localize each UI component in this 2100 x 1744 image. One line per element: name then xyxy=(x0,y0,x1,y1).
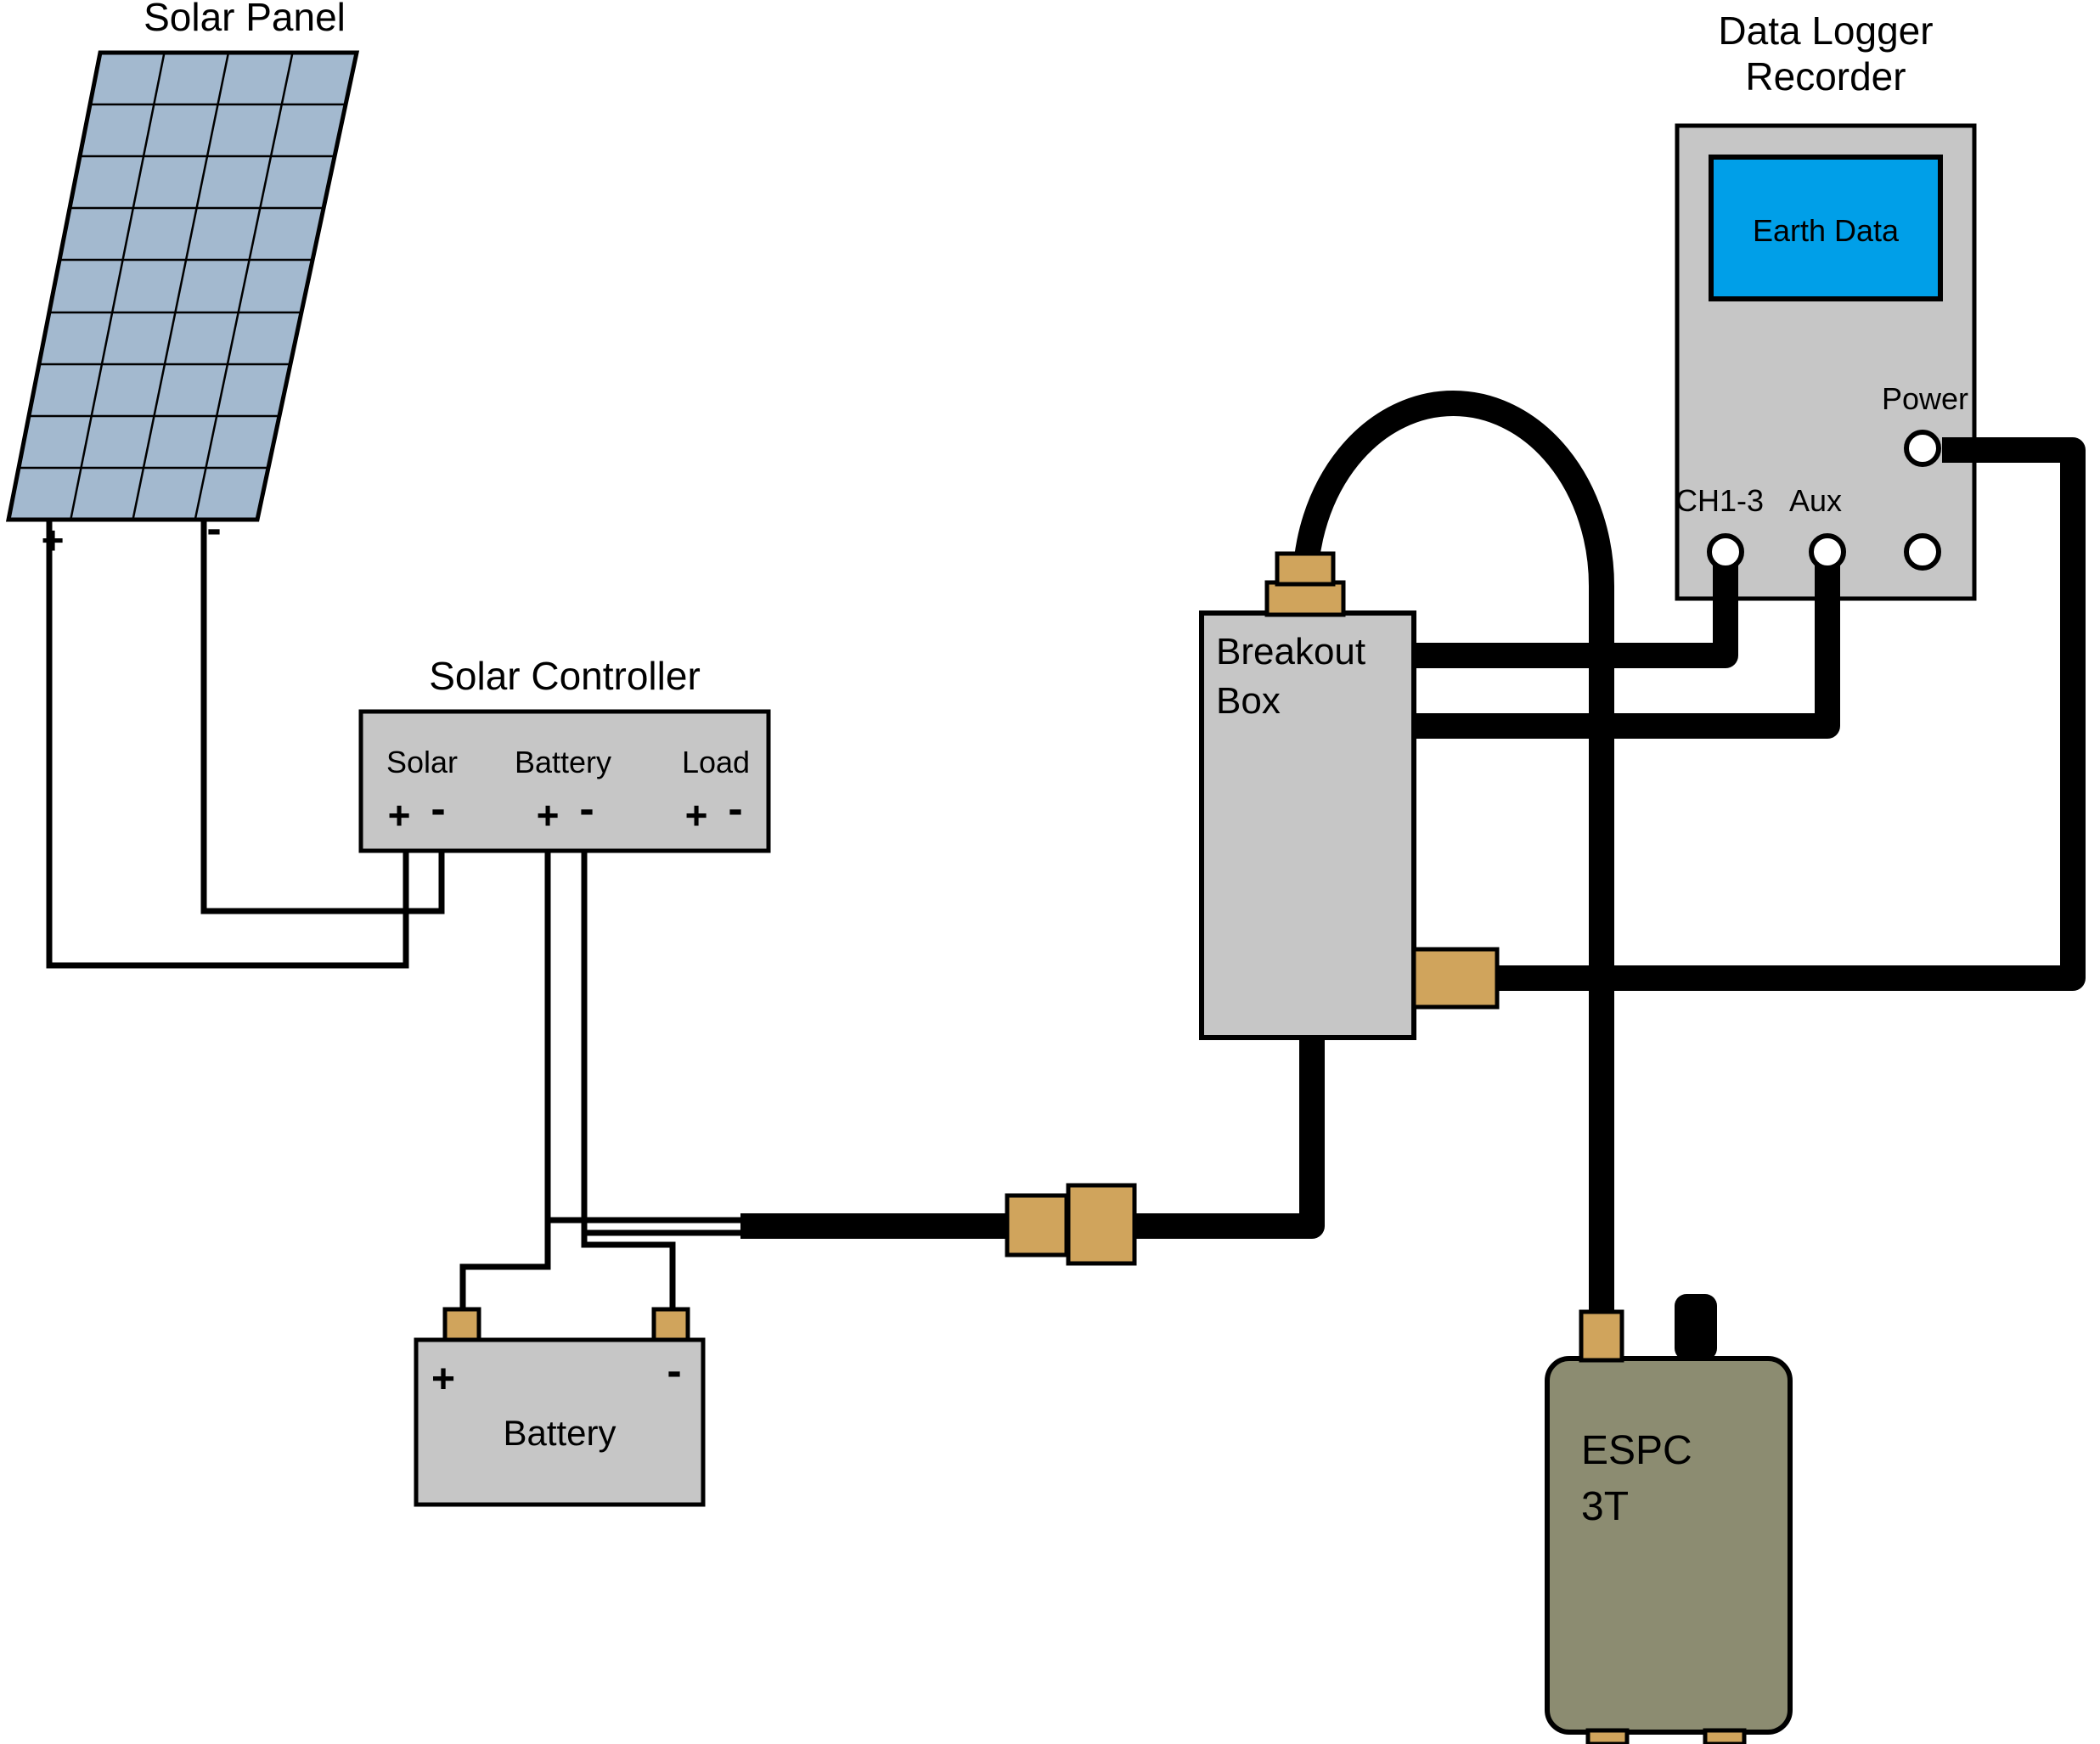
breakout-to-ch-cable xyxy=(1414,562,1738,668)
controller-solar-plus: + xyxy=(388,793,411,837)
espc-body xyxy=(1545,1356,1793,1735)
solar-controller-title: Solar Controller xyxy=(429,654,701,698)
espc-sensor xyxy=(1545,1294,1793,1735)
cable-connectors xyxy=(1005,551,1747,1744)
breakout-box-label-line2: Box xyxy=(1216,680,1281,722)
espc-cap xyxy=(1675,1294,1717,1360)
espc-bottom-connector-left xyxy=(1585,1728,1630,1744)
controller-solar-minus: - xyxy=(431,785,445,834)
controller-battery-plus: + xyxy=(537,793,560,837)
solar-controller: Solar Controller Solar Battery Load + - … xyxy=(358,654,771,853)
aux-port xyxy=(1809,533,1846,571)
breakout-top-connector-tip xyxy=(1275,551,1336,587)
battery-minus-post xyxy=(651,1307,690,1344)
panel-minus-wire xyxy=(200,518,445,914)
battery-to-breakout-cable xyxy=(740,1039,1325,1239)
breakout-right-connector xyxy=(1411,947,1500,1010)
data-logger xyxy=(1675,123,1977,601)
breakout-box-labels: Breakout Box xyxy=(1216,631,1365,722)
ch-port-label: CH1-3 xyxy=(1675,483,1764,518)
data-logger-ports xyxy=(1707,430,1941,571)
solar-panel-grid xyxy=(19,52,346,520)
data-logger-labels: Data Logger Recorder Earth Data Power CH… xyxy=(1675,8,1968,518)
inline-connector-right xyxy=(1066,1183,1137,1266)
espc-label-line1: ESPC xyxy=(1581,1428,1692,1473)
controller-solar-label: Solar xyxy=(386,745,458,779)
solar-controller-body xyxy=(358,709,771,853)
power-port xyxy=(1904,430,1941,467)
breakout-to-espc-cable xyxy=(1292,391,1614,1316)
power-port-label: Power xyxy=(1882,381,1968,416)
espc-bottom-connector-right xyxy=(1703,1728,1747,1744)
battery-minus-label: - xyxy=(667,1347,681,1396)
thick-cables xyxy=(740,391,2086,1316)
ch-port xyxy=(1707,533,1744,571)
espc-top-connector xyxy=(1579,1309,1624,1363)
battery: + - Battery xyxy=(414,1307,706,1507)
battery-plus-post xyxy=(442,1307,481,1344)
controller-battery-minus-wire xyxy=(581,852,676,1318)
solar-panel-body xyxy=(5,50,360,522)
data-logger-title-line2: Recorder xyxy=(1745,54,1906,98)
solar-panel-minus-label: - xyxy=(206,504,221,554)
aux-port-label: Aux xyxy=(1789,483,1842,518)
breakout-top-connector-base xyxy=(1264,580,1346,617)
controller-load-label: Load xyxy=(682,745,750,779)
controller-battery-minus: - xyxy=(579,785,594,834)
controller-load-minus: - xyxy=(728,785,742,834)
breakout-to-power-cable xyxy=(1495,437,2086,991)
spare-port xyxy=(1904,533,1941,571)
solar-panel: Solar Panel + - xyxy=(5,0,360,562)
thin-wires xyxy=(46,518,749,1318)
controller-battery-label: Battery xyxy=(515,745,611,779)
espc-label-line2: 3T xyxy=(1581,1484,1629,1529)
breakout-box-body xyxy=(1199,610,1416,1040)
data-logger-screen xyxy=(1709,155,1943,301)
panel-plus-wire xyxy=(46,518,409,969)
breakout-to-aux-cable xyxy=(1414,562,1840,739)
battery-label: Battery xyxy=(503,1413,616,1453)
battery-plus-label: + xyxy=(431,1357,455,1402)
controller-battery-plus-wire xyxy=(459,852,551,1318)
breakout-box-label-line1: Breakout xyxy=(1216,631,1365,672)
controller-load-plus: + xyxy=(685,793,708,837)
espc-labels: ESPC 3T xyxy=(1581,1428,1692,1529)
inline-connector-left xyxy=(1005,1193,1069,1257)
data-logger-screen-text: Earth Data xyxy=(1753,213,1900,248)
solar-panel-plus-label: + xyxy=(42,518,65,562)
solar-panel-title: Solar Panel xyxy=(144,0,346,39)
data-logger-title-line1: Data Logger xyxy=(1718,8,1933,53)
battery-body xyxy=(414,1337,706,1507)
